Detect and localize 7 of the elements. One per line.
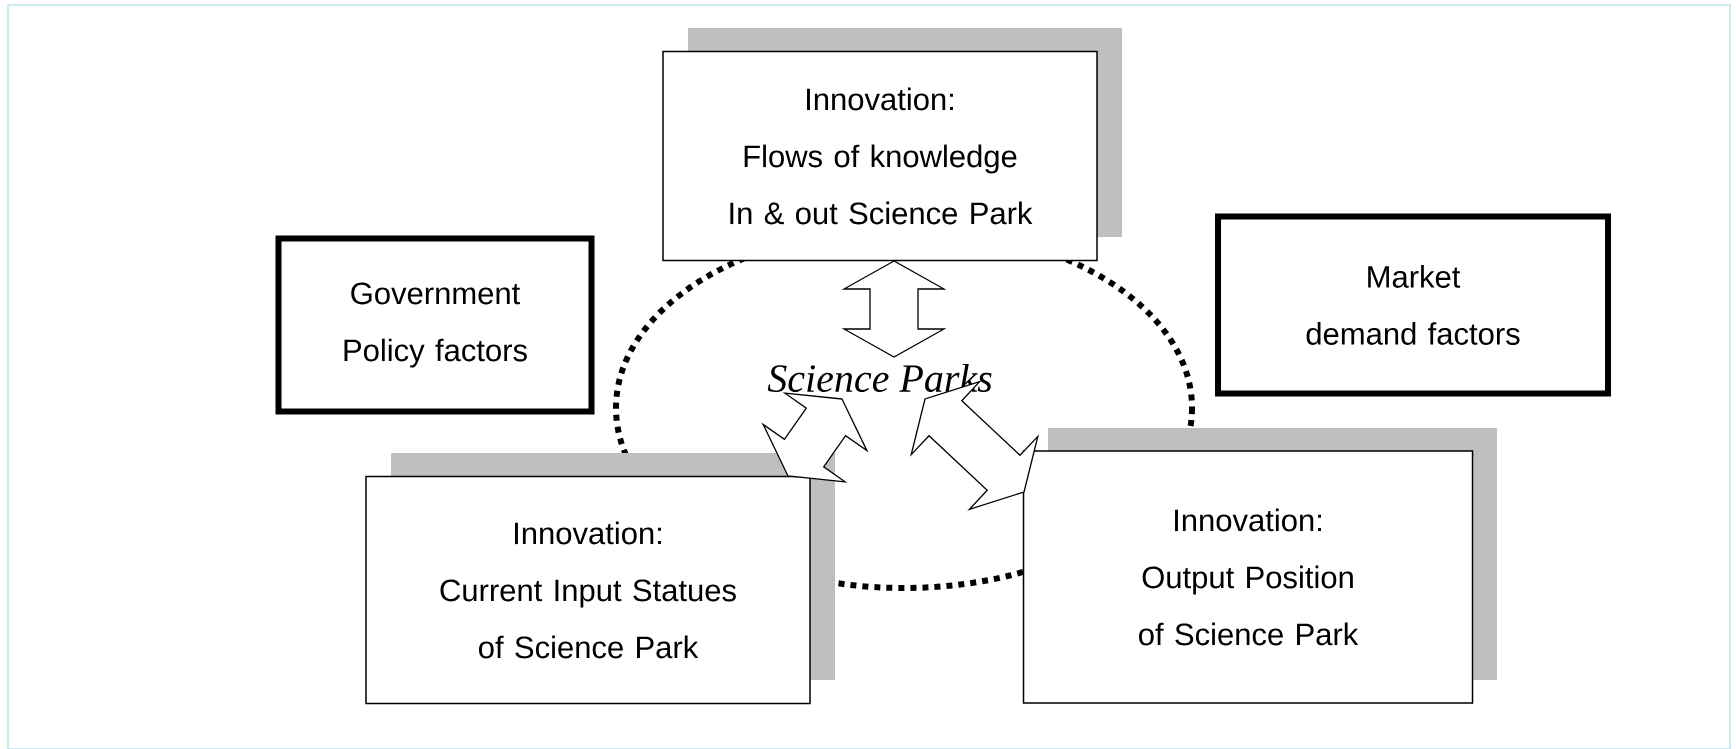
process-box: Innovation: Output Position of Science Park — [1022, 428, 1497, 704]
center-label: Science Parks — [767, 363, 992, 393]
process-box: Innovation: Flows of knowledge In & out Science Park — [662, 28, 1122, 262]
factor-box: Market demand factors — [1215, 213, 1611, 397]
process-box: Innovation: Current Input Statues of Science Park — [365, 453, 835, 705]
factor-box: Government Policy factors — [275, 235, 595, 415]
block-arrow — [841, 260, 947, 358]
